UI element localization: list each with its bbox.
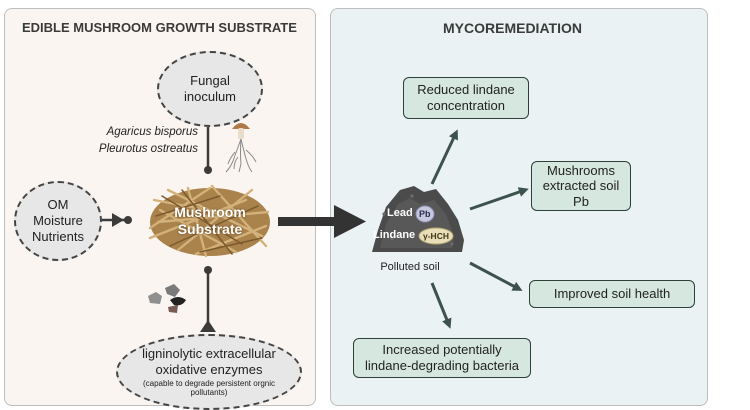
polluted-soil-label: Polluted soil (380, 261, 440, 273)
om-moisture-nutrients-label: OM Moisture Nutrients (31, 196, 85, 245)
enzymes-node: ligninolytic extracellular oxidative enz… (116, 334, 302, 410)
om-connector (102, 213, 132, 227)
outcome-mushrooms-extracted-pb-label: Mushrooms extracted soil Pb (542, 162, 620, 209)
enzymes-label: ligninolytic extracellular oxidative enz… (142, 346, 276, 378)
soil-lead-label: Lead (387, 207, 413, 219)
mushroom-substrate-icon (148, 184, 270, 258)
arrow-to-lindane (430, 129, 458, 185)
fungal-inoculum-node: Fungal inoculum (157, 51, 263, 127)
species-agaricus: Agaricus bisporus (106, 126, 198, 138)
substrate-panel-title: EDIBLE MUSHROOM GROWTH SUBSTRATE (22, 20, 297, 35)
outcome-reduced-lindane: Reduced lindane concentration (403, 77, 529, 119)
soil-pb-badge: Pb (419, 209, 431, 219)
soil-hch-badge: γ-HCH (423, 231, 449, 241)
outcome-improved-soil-health: Improved soil health (529, 280, 695, 308)
pollutant-particles-icon (148, 284, 186, 313)
arrow-to-health (469, 261, 523, 291)
fungal-inoculum-label: Fungal inoculum (183, 72, 237, 104)
om-moisture-nutrients-node: OM Moisture Nutrients (14, 181, 102, 261)
arrow-to-bacteria (430, 282, 452, 329)
outcome-reduced-lindane-label: Reduced lindane concentration (417, 82, 515, 113)
arrow-to-pb (469, 187, 529, 211)
species-pleurotus: Pleurotus ostreatus (98, 142, 198, 155)
inoculum-connector (204, 127, 212, 174)
outcome-arrows (430, 129, 529, 329)
mycoremediation-panel-title: MYCOREMEDIATION (443, 20, 582, 36)
mushroom-substrate-label: Mushroom Substrate (174, 204, 246, 237)
mushroom-icon (225, 123, 257, 173)
main-flow-arrow (278, 205, 366, 238)
enzymes-connector (200, 266, 216, 332)
soil-lindane-label: Lindane (373, 229, 416, 241)
species-list: Agaricus bisporus Pleurotus ostreatus (80, 124, 198, 157)
enzymes-note: (capable to degrade persistent orgnic po… (142, 378, 276, 398)
outcome-mushrooms-extracted-pb: Mushrooms extracted soil Pb (531, 161, 631, 211)
outcome-lindane-degrading-bacteria: Increased potentially lindane-degrading … (353, 338, 531, 378)
outcome-lindane-degrading-bacteria-label: Increased potentially lindane-degrading … (365, 342, 519, 373)
outcome-improved-soil-health-label: Improved soil health (553, 286, 671, 302)
polluted-soil-icon (372, 186, 464, 252)
